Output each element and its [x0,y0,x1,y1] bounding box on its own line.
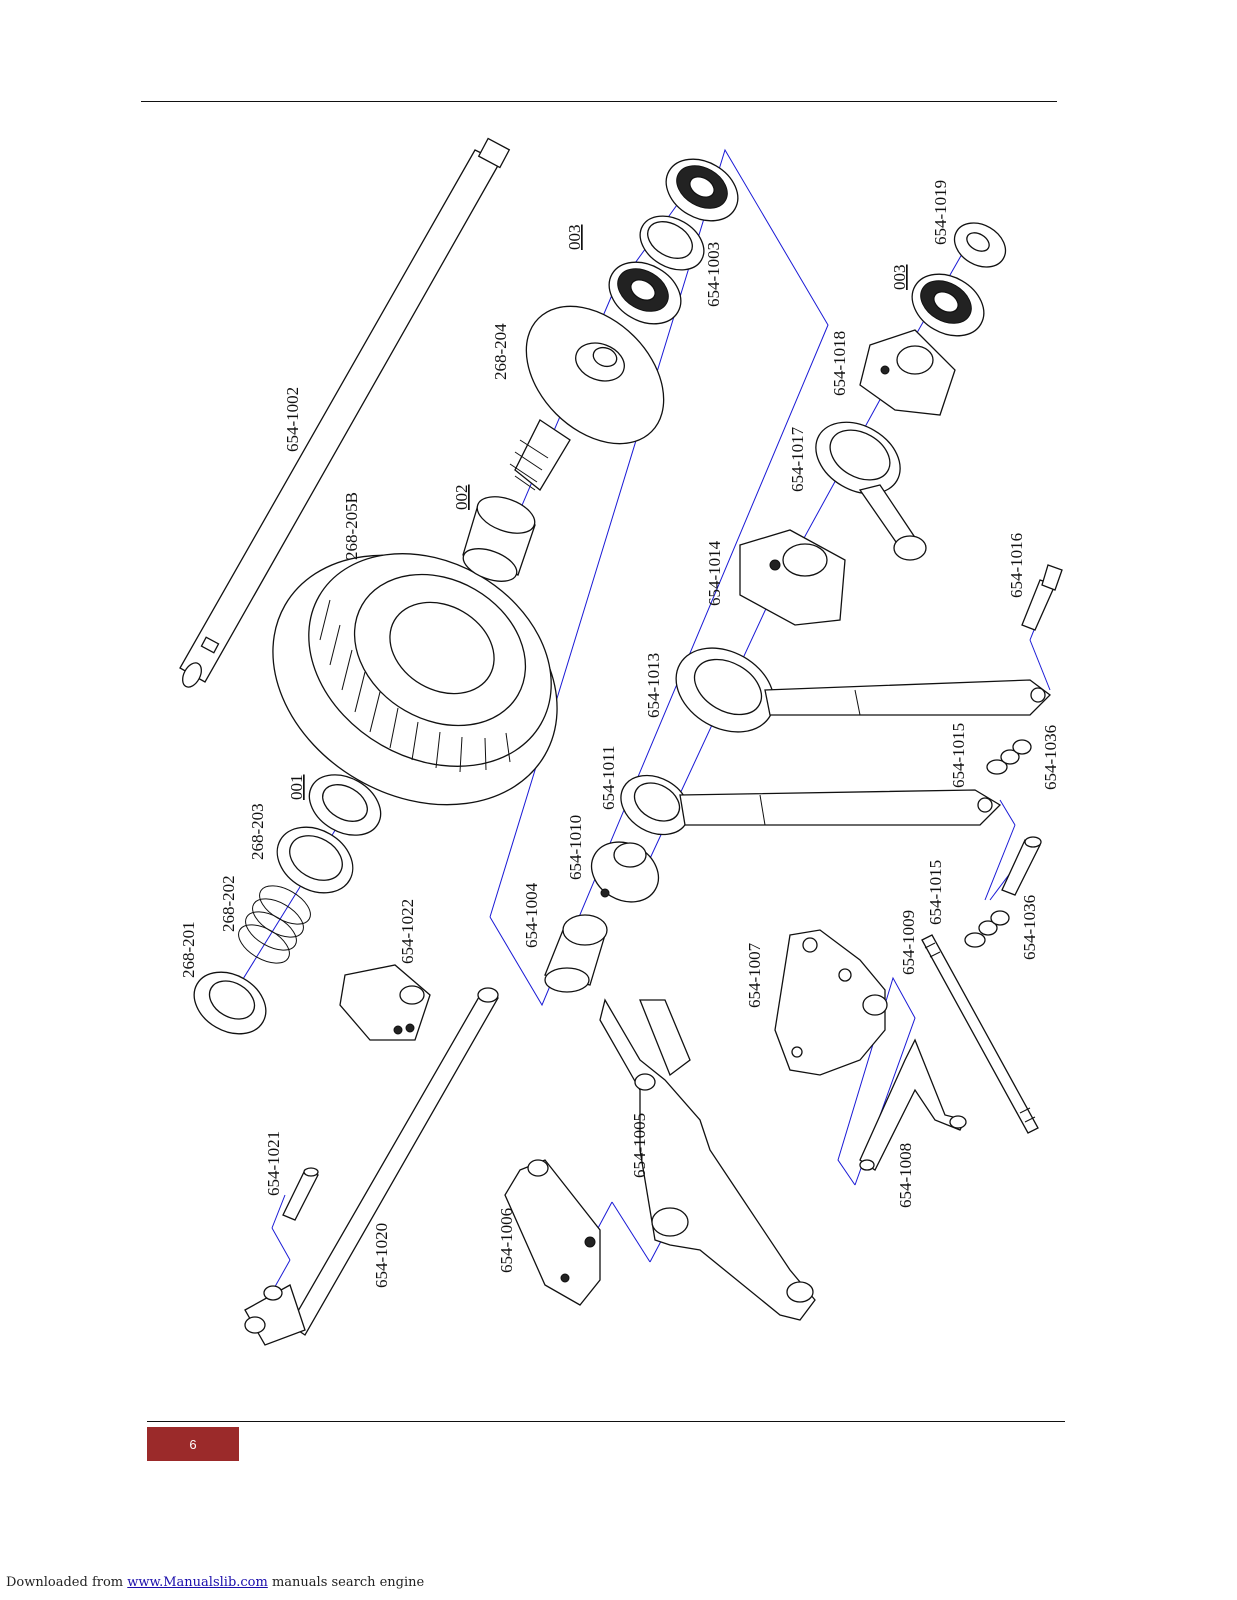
shaft-654-1002 [179,137,511,688]
sleeve-654-1003 [639,215,705,271]
crank-654-1008 [859,1038,967,1171]
label-654-1014: 654-1014 [705,540,724,606]
bearing-003-upper [608,158,739,325]
label-268-204: 268-204 [491,323,510,380]
header-rule [141,101,1057,102]
label-654-1008: 654-1008 [896,1143,915,1208]
label-654-1017: 654-1017 [788,426,807,492]
label-654-1021: 654-1021 [264,1131,283,1196]
page-number-badge: 6 [147,1427,239,1461]
hub-268-204 [509,305,665,491]
label-654-1015-upper: 654-1015 [949,723,968,788]
label-654-1007: 654-1007 [745,942,764,1008]
cam-654-1018 [859,329,956,416]
nut-set-upper [986,739,1032,775]
link-654-1011 [620,774,1002,836]
bearing-003-right [911,273,985,337]
lever-654-1005 [599,998,816,1321]
label-654-1003: 654-1003 [704,242,723,307]
label-268-205B: 268-205B [342,492,361,560]
label-654-1016: 654-1016 [1007,533,1026,598]
label-654-1006: 654-1006 [497,1208,516,1273]
label-268-203: 268-203 [248,803,267,860]
label-654-1004: 654-1004 [522,882,541,948]
label-654-1018: 654-1018 [830,331,849,396]
label-654-1022: 654-1022 [398,899,417,964]
page-number: 6 [189,1436,197,1452]
label-654-1036-upper: 654-1036 [1041,725,1060,790]
pivot-lower [964,836,1042,948]
label-268-201: 268-201 [179,921,198,978]
bushing-654-1004 [544,914,608,993]
label-654-1002: 654-1002 [283,387,302,452]
label-654-1005: 654-1005 [630,1113,649,1178]
pin-654-1021 [282,1167,319,1221]
cam-654-1014 [739,529,846,626]
link-654-1013 [675,647,1051,733]
label-654-1009: 654-1009 [899,910,918,975]
footer-prefix: Downloaded from [6,1575,128,1590]
label-001: 001 [287,775,306,801]
bracket-654-1006 [504,1159,601,1306]
part-labels: 654-1002 268-205B 002 268-204 003 654-10… [179,180,1060,1288]
block-654-1022 [339,964,431,1041]
spacer-002 [462,496,536,582]
sprocket-268-205B [272,553,558,806]
label-654-1011: 654-1011 [599,745,618,810]
label-003-upper: 003 [565,225,584,251]
label-654-1019: 654-1019 [931,180,950,245]
label-654-1015-lower: 654-1015 [926,860,945,925]
label-654-1013: 654-1013 [644,653,663,718]
pivot-654-1016 [1021,564,1063,631]
rod-654-1017 [815,421,927,561]
label-654-1036-lower: 654-1036 [1020,895,1039,960]
spring-stack [193,774,382,1035]
footer-suffix: manuals search engine [267,1575,425,1590]
label-003-right: 003 [890,265,909,291]
eccentric-654-1010 [590,841,660,903]
label-268-202: 268-202 [219,875,238,932]
label-654-1020: 654-1020 [372,1223,391,1288]
rod-654-1009 [921,934,1039,1134]
arm-654-1020 [244,987,499,1346]
collar-654-1019 [953,222,1007,268]
download-footer: Downloaded from www.Manualslib.com manua… [6,1575,424,1590]
footer-rule [147,1421,1065,1422]
manualslib-link[interactable]: www.Manualslib.com [127,1575,268,1590]
housing-654-1007 [774,929,888,1076]
label-002: 002 [452,485,471,511]
label-654-1010: 654-1010 [566,815,585,880]
